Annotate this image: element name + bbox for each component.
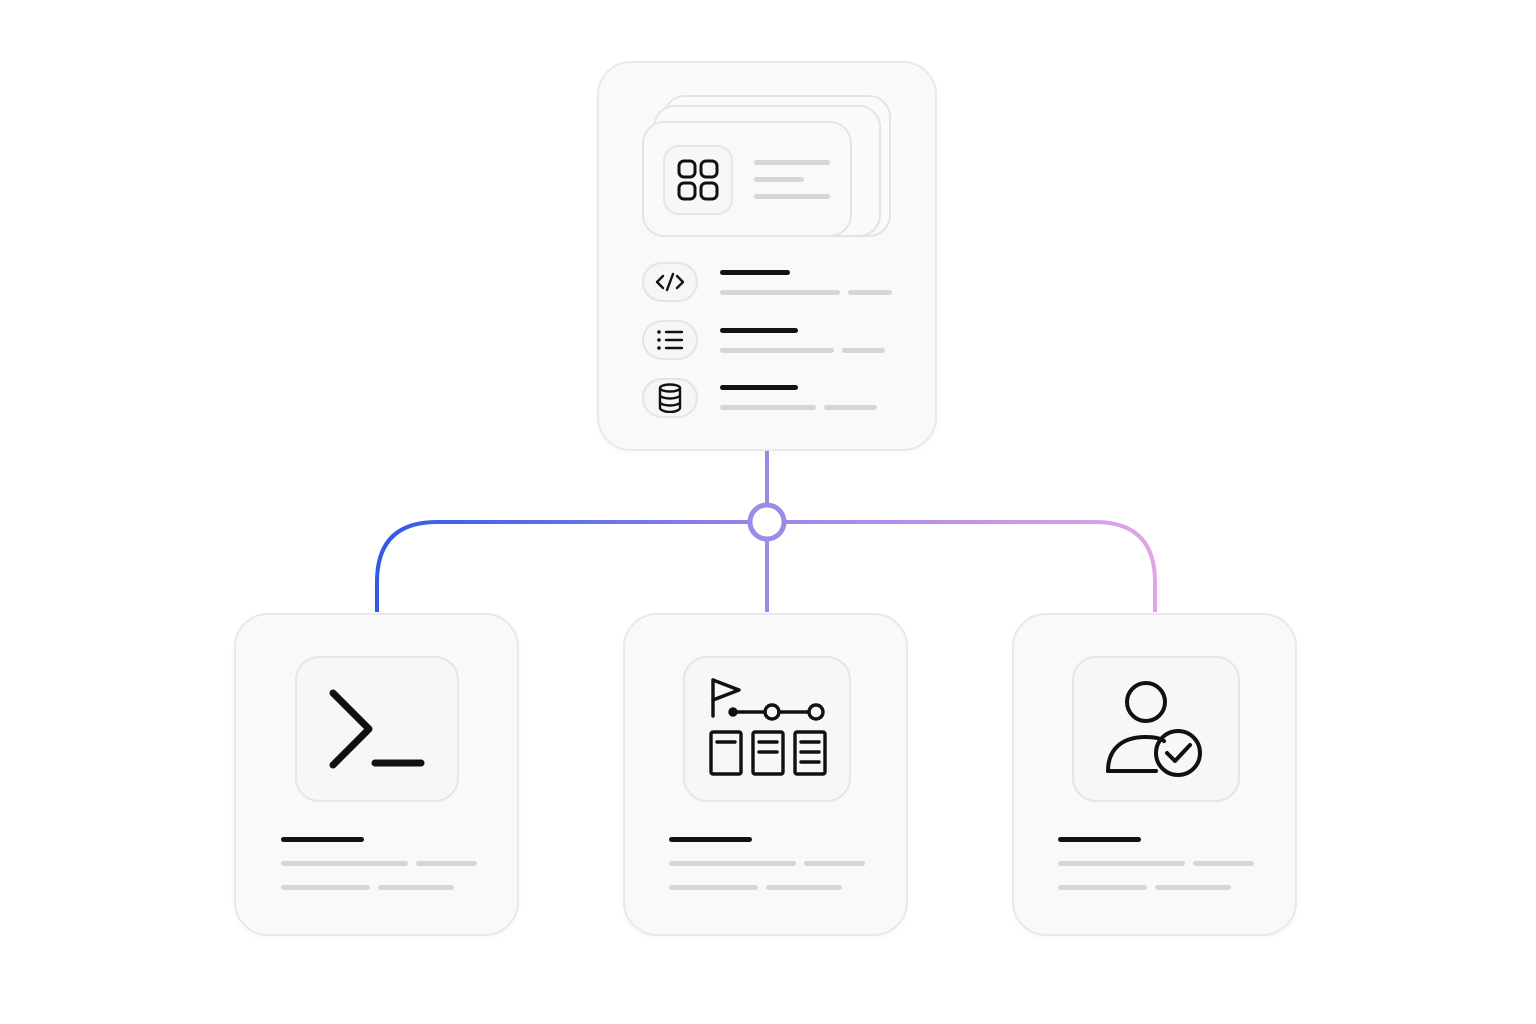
header-placeholder-line — [754, 160, 830, 165]
stack-card-front — [642, 121, 852, 237]
top-card — [597, 61, 937, 451]
card-placeholder-line — [766, 885, 842, 890]
row-placeholder-line — [848, 290, 892, 295]
card-placeholder-line — [281, 861, 408, 866]
card-placeholder-line — [1193, 861, 1254, 866]
workflow-icon — [683, 656, 851, 802]
code-icon — [642, 262, 698, 302]
terminal-icon — [295, 656, 459, 802]
card-title-line — [1058, 837, 1141, 842]
terminal-card — [234, 613, 519, 936]
card-placeholder-line — [1155, 885, 1231, 890]
row-placeholder-line — [720, 348, 834, 353]
workflow-card — [623, 613, 908, 936]
card-placeholder-line — [1058, 861, 1185, 866]
connector-hub — [747, 502, 787, 542]
user-check-card — [1012, 613, 1297, 936]
card-placeholder-line — [281, 885, 370, 890]
card-title-line — [281, 837, 364, 842]
card-placeholder-line — [416, 861, 477, 866]
row-placeholder-line — [720, 290, 840, 295]
card-title-line — [669, 837, 752, 842]
header-placeholder-line — [754, 177, 804, 182]
card-placeholder-line — [669, 861, 796, 866]
card-placeholder-line — [669, 885, 758, 890]
database-icon — [642, 378, 698, 418]
row-placeholder-line — [824, 405, 877, 410]
grid-icon — [663, 145, 733, 215]
row-placeholder-line — [842, 348, 885, 353]
row-title-line — [720, 270, 790, 275]
user-check-icon — [1072, 656, 1240, 802]
row-placeholder-line — [720, 405, 816, 410]
card-placeholder-line — [378, 885, 454, 890]
card-placeholder-line — [804, 861, 865, 866]
row-title-line — [720, 328, 798, 333]
row-title-line — [720, 385, 798, 390]
list-icon — [642, 320, 698, 360]
card-placeholder-line — [1058, 885, 1147, 890]
header-placeholder-line — [754, 194, 830, 199]
